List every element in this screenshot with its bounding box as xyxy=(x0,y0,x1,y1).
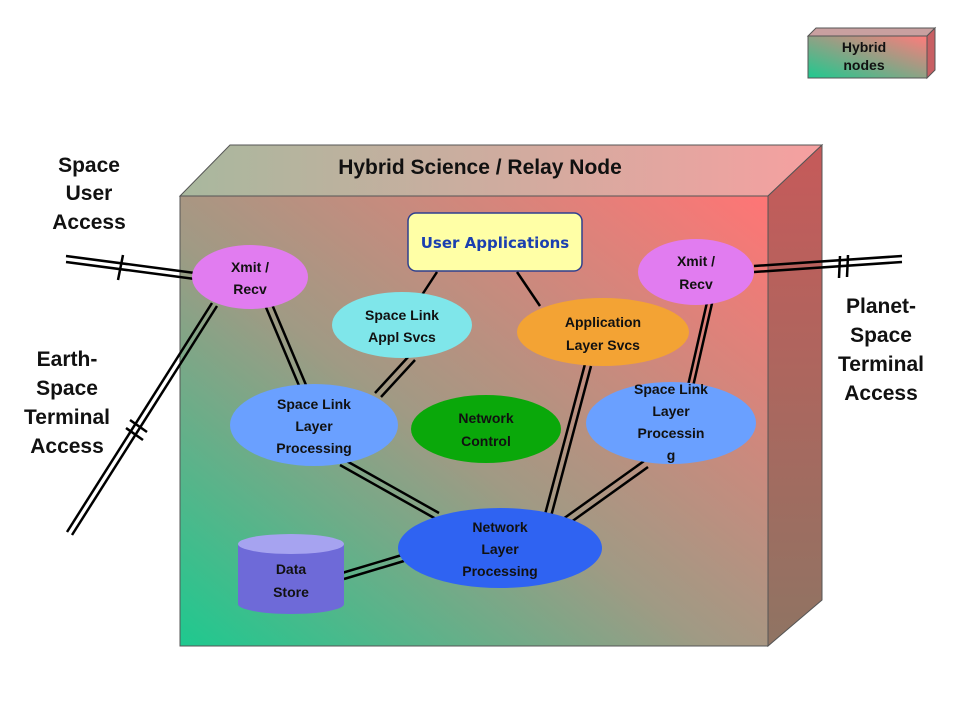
space-user-line3: Access xyxy=(52,211,126,234)
space-link-layer-right-line2: Layer xyxy=(652,403,690,419)
xmit-recv-left-node: Xmit / Recv xyxy=(192,245,308,309)
planet-space-line4: Access xyxy=(844,382,918,405)
space-link-layer-right-shape xyxy=(586,382,756,464)
application-layer-svcs-shape xyxy=(517,298,689,366)
application-layer-svcs-node: Application Layer Svcs xyxy=(517,298,689,366)
user-applications-node: User Applications xyxy=(407,212,583,272)
xmit-recv-left-line2: Recv xyxy=(233,281,267,297)
xmit-recv-left-shape xyxy=(192,245,308,309)
network-layer-processing-shape xyxy=(398,508,602,588)
xmit-recv-right-node: Xmit / Recv xyxy=(638,239,754,305)
xmit-recv-right-shape xyxy=(638,239,754,305)
space-link-layer-right-node: Space Link Layer Processin g xyxy=(586,381,756,464)
network-control-shape xyxy=(411,395,561,463)
legend-label-line2: nodes xyxy=(843,57,884,73)
earth-space-line2: Space xyxy=(36,377,98,400)
legend-hybrid-nodes: Hybrid nodes xyxy=(806,26,937,80)
data-store-node: Data Store xyxy=(238,534,344,614)
space-link-layer-right-line1: Space Link xyxy=(634,381,708,397)
space-link-layer-left-line1: Space Link xyxy=(277,396,351,412)
box-title: Hybrid Science / Relay Node xyxy=(338,156,622,179)
space-link-appl-svcs-shape xyxy=(332,292,472,358)
space-link-layer-left-shape xyxy=(230,384,398,466)
space-link-layer-right-line4: g xyxy=(667,447,676,463)
space-link-appl-svcs-line1: Space Link xyxy=(365,307,439,323)
space-user-line1: Space xyxy=(58,154,120,177)
planet-space-line2: Space xyxy=(850,324,912,347)
application-layer-svcs-line2: Layer Svcs xyxy=(566,337,640,353)
space-link-layer-left-line2: Layer xyxy=(295,418,333,434)
space-link-appl-svcs-node: Space Link Appl Svcs xyxy=(332,292,472,358)
space-user-access-label: Space User Access xyxy=(52,154,126,234)
network-control-line2: Control xyxy=(461,433,511,449)
legend-label-line1: Hybrid xyxy=(842,39,886,55)
network-layer-processing-line3: Processing xyxy=(462,563,537,579)
connections xyxy=(65,254,903,581)
xmit-recv-right-line2: Recv xyxy=(679,276,713,292)
planet-space-terminal-access-label: Planet- Space Terminal Access xyxy=(838,295,924,405)
data-store-line2: Store xyxy=(273,584,309,600)
network-control-line1: Network xyxy=(458,410,513,426)
space-link-appl-svcs-line2: Appl Svcs xyxy=(368,329,436,345)
data-store-line1: Data xyxy=(276,561,307,577)
earth-space-line1: Earth- xyxy=(37,348,98,371)
application-layer-svcs-line1: Application xyxy=(565,314,641,330)
planet-space-line3: Terminal xyxy=(838,353,924,376)
space-link-layer-right-line3: Processin xyxy=(638,425,705,441)
user-applications-box xyxy=(407,212,583,272)
data-store-top xyxy=(238,534,344,554)
network-layer-processing-line1: Network xyxy=(472,519,527,535)
data-store-body xyxy=(238,544,344,614)
xmit-recv-right-line1: Xmit / xyxy=(677,253,715,269)
earth-space-terminal-access-label: Earth- Space Terminal Access xyxy=(24,348,110,458)
xmit-recv-left-line1: Xmit / xyxy=(231,259,269,275)
user-applications-label: User Applications xyxy=(421,234,570,252)
network-layer-processing-node: Network Layer Processing xyxy=(398,508,602,588)
earth-space-line3: Terminal xyxy=(24,406,110,429)
network-control-node: Network Control xyxy=(411,395,561,463)
network-layer-processing-line2: Layer xyxy=(481,541,519,557)
space-user-line2: User xyxy=(66,182,113,205)
space-link-layer-left-node: Space Link Layer Processing xyxy=(230,384,398,466)
planet-space-line1: Planet- xyxy=(846,295,916,318)
earth-space-line4: Access xyxy=(30,435,104,458)
space-link-layer-left-line3: Processing xyxy=(276,440,351,456)
